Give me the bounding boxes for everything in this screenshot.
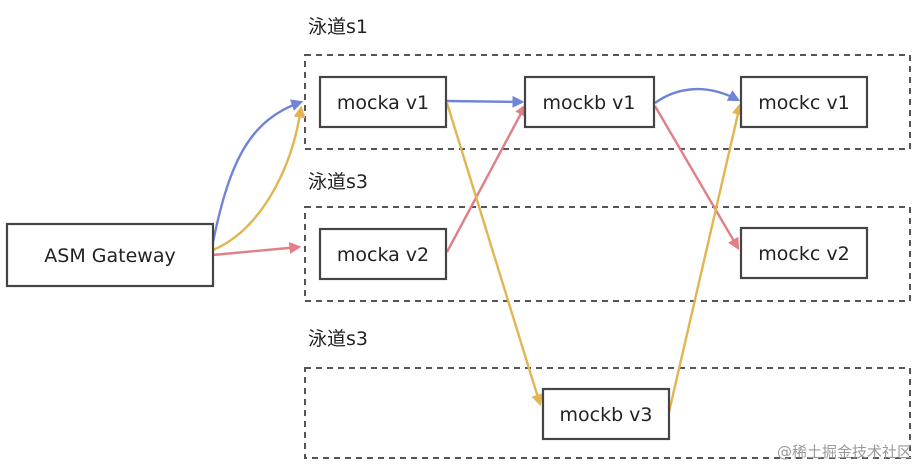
lane-title-2: 泳道s3: [308, 171, 368, 193]
node-label-asm-gateway: ASM Gateway: [44, 245, 175, 267]
node-label-mockc-v2: mockc v2: [758, 243, 849, 265]
lane-s1: [304, 54, 911, 150]
edge-gateway-mocka-v1-blue: [211, 99, 304, 243]
edge-mocka-v2-mockb-v1-red: [445, 103, 527, 253]
node-mockc-v1: mockc v1: [739, 75, 869, 129]
node-mocka-v1: mocka v1: [318, 75, 448, 129]
edge-mockb-v1-mockc-v1-blue: [654, 87, 741, 104]
edge-gateway-mocka-v1-yellow: [212, 105, 306, 252]
lane-title-1: 泳道s1: [308, 16, 368, 38]
node-mockc-v2: mockc v2: [739, 226, 869, 280]
edge-mockb-v3-mockc-v1-yellow: [667, 102, 744, 413]
node-label-mocka-v1: mocka v1: [337, 92, 429, 114]
node-label-mocka-v2: mocka v2: [337, 244, 429, 266]
lane-title-3: 泳道s3: [308, 328, 368, 350]
edge-mockb-v1-mockc-v2-red: [653, 105, 740, 251]
edge-mocka-v1-mockb-v1-blue: [446, 95, 525, 108]
edge-mocka-v1-mockb-v3-yellow: [445, 102, 543, 407]
node-label-mockc-v1: mockc v1: [758, 92, 849, 114]
node-mockb-v1: mockb v1: [523, 75, 656, 129]
edge-gateway-mocka-v2-red: [212, 241, 302, 257]
lane-s3-a: [304, 206, 911, 302]
node-mockb-v3: mockb v3: [541, 387, 671, 441]
node-mocka-v2: mocka v2: [318, 227, 448, 281]
watermark: @稀土掘金技术社区: [777, 443, 912, 461]
node-asm-gateway: ASM Gateway: [5, 222, 215, 288]
node-label-mockb-v1: mockb v1: [542, 92, 635, 114]
node-label-mockb-v3: mockb v3: [559, 404, 652, 426]
lane-s3-b: [304, 367, 911, 459]
